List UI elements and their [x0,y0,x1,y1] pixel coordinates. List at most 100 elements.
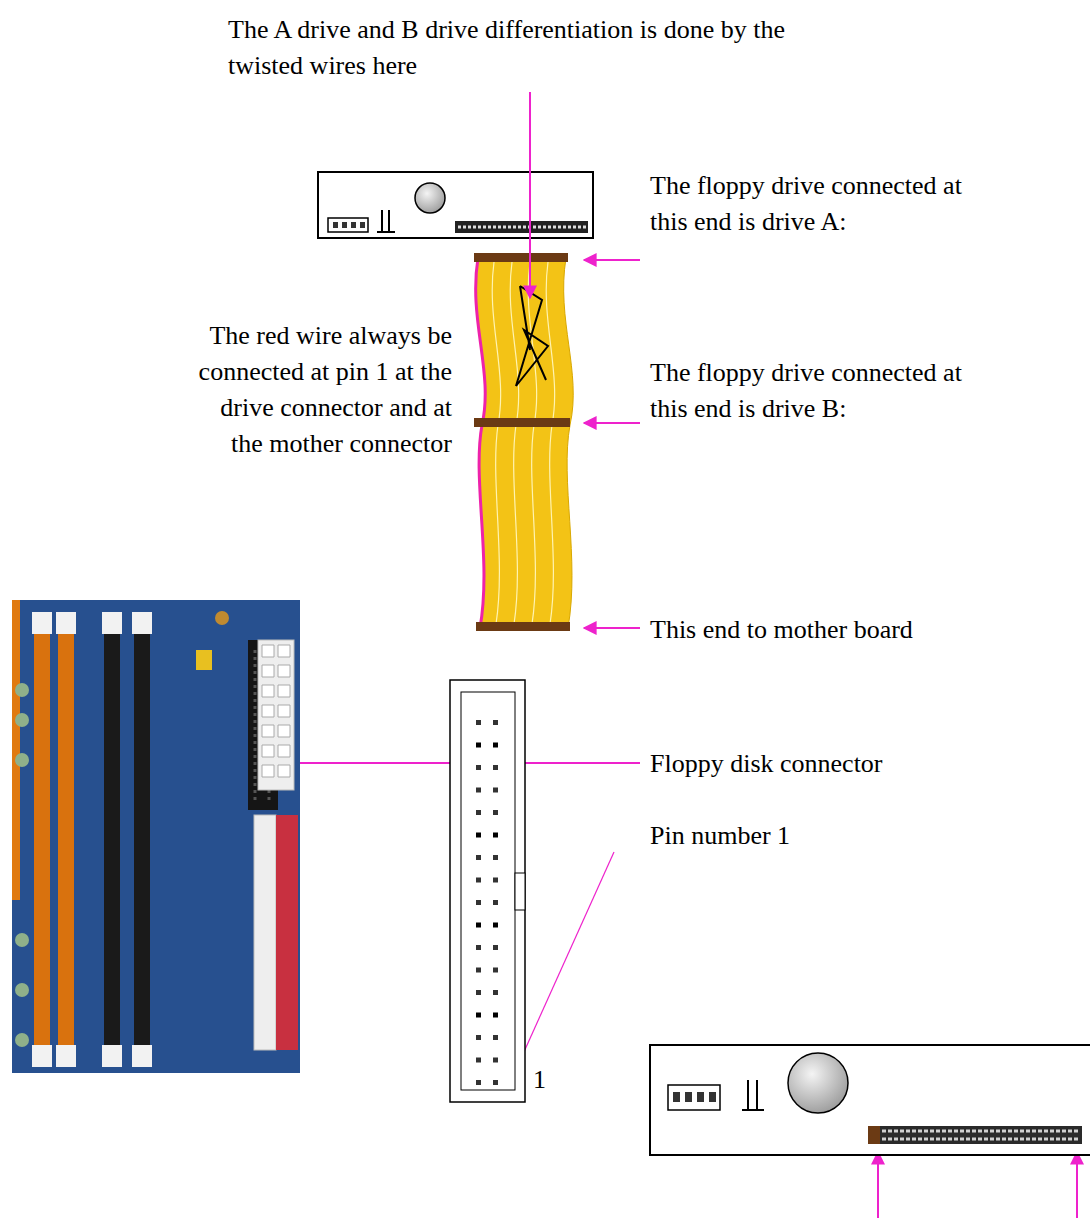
power-connector [328,218,368,232]
connector-outline [450,680,525,1102]
board-edge [12,600,20,900]
pin [476,1080,481,1085]
connector-label: Floppy disk connector [650,746,1050,782]
ide-connector [276,815,298,1050]
capacitor [15,1033,29,1047]
leader-arrow [584,259,640,261]
connector-pins [476,720,498,1085]
pin [493,900,498,905]
pin [493,1013,498,1018]
connector-pins [882,1131,1080,1139]
capacitor [15,933,29,947]
data-connector [455,221,588,233]
leader-arrow [1076,1152,1078,1218]
drive-spindle [788,1053,848,1113]
connector-inner [461,692,515,1090]
pin [476,990,481,995]
dimm-slot [34,612,50,1067]
pin [476,1035,481,1040]
connector-pins [458,226,586,229]
pin [493,743,498,748]
red-wire [476,258,486,628]
pin [476,788,481,793]
cable-connector [474,418,570,427]
pin [493,720,498,725]
pin [476,855,481,860]
pin-label: Pin number 1 [650,818,1050,854]
dimm-slot [134,612,150,1067]
leader-arrow [529,92,531,298]
leader-arrow [514,852,614,1074]
dimm-slot [104,612,120,1067]
board [12,600,300,1073]
drive-spindle [415,183,445,213]
pin [493,878,498,883]
twist-callout: The A drive and B drive differentiation … [228,12,788,84]
power-pins [333,222,365,228]
drive-housing [650,1045,1090,1155]
capacitor [15,983,29,997]
twisted-wires [516,286,548,386]
pin [476,968,481,973]
pin [476,743,481,748]
pin [493,1080,498,1085]
motherboard-photo [12,600,300,1073]
connector-key [515,873,525,910]
pin [493,810,498,815]
component [196,650,212,670]
pin [476,900,481,905]
leader-arrow [584,627,640,629]
pin1-marker [868,1126,880,1144]
pin [493,765,498,770]
ide-connector [254,815,276,1050]
power-pins [673,1092,716,1102]
ribbon-cable [474,253,573,631]
data-connector [868,1126,1082,1144]
pin [493,1058,498,1063]
capacitor [15,753,29,767]
pin [493,833,498,838]
drive-b-note: The floppy drive connected at this end i… [650,355,980,427]
pin [476,720,481,725]
leader-arrow [877,1152,879,1218]
pin [476,945,481,950]
pin [493,990,498,995]
pin [493,788,498,793]
cable-body [476,258,574,628]
pin [493,945,498,950]
leader-arrow [584,422,640,424]
jumper [742,1080,764,1110]
cable-connector [474,253,568,262]
connector-drawing [450,680,525,1102]
jumper [377,210,395,232]
pin [493,923,498,928]
pin [476,810,481,815]
pin [476,923,481,928]
pin [493,1035,498,1040]
dimm-slot [58,612,74,1067]
power-pins [262,645,290,777]
drive-a-note: The floppy drive connected at this end i… [650,168,980,240]
drive-housing [318,172,593,238]
capacitor [15,683,29,697]
pin [493,855,498,860]
cable-connector [476,622,570,631]
motherboard-end-note: This end to mother board [650,612,1070,648]
pin-number: 1 [533,1062,573,1098]
floppy-drive-a [318,172,593,238]
pin [476,1058,481,1063]
pin [476,833,481,838]
pin [476,1013,481,1018]
atx-power-connector [258,640,294,790]
capacitor [15,713,29,727]
pin [493,968,498,973]
pin [476,878,481,883]
capacitor [215,611,229,625]
cable-wires [492,262,554,624]
power-connector [668,1085,720,1110]
red-wire-note: The red wire always be connected at pin … [190,318,452,462]
pin [476,765,481,770]
slot-clips [32,612,152,1067]
floppy-drive-detail [650,1045,1090,1155]
